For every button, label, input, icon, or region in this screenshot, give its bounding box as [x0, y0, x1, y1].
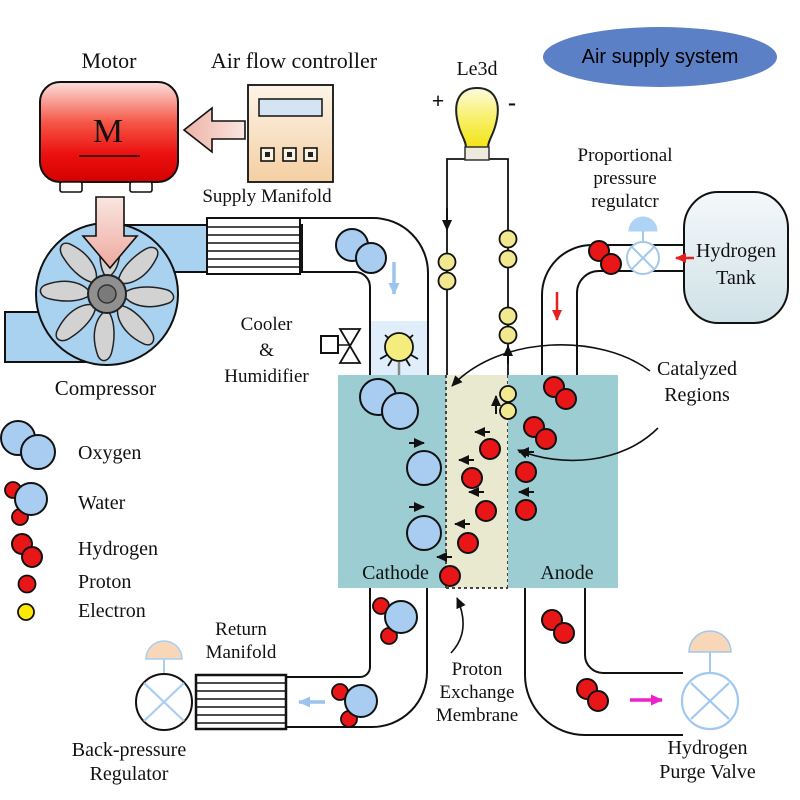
water-legend-icon [4, 481, 48, 526]
oxygen-legend-icon [0, 420, 56, 470]
particle-flow-arrows [409, 395, 534, 562]
air-flow-controller-box [247, 84, 334, 183]
legend-label-electron: Electron [78, 600, 146, 622]
hydrogen-molecule [541, 609, 609, 712]
negative-terminal-label: - [508, 90, 516, 116]
controller-display [258, 98, 323, 117]
title-badge: Air supply system [543, 27, 777, 87]
oxygen-atom [406, 515, 442, 551]
back-pressure-regulator-valve-icon [135, 640, 193, 731]
load-circuit-wires [446, 158, 509, 375]
hydrogen-legend-icon [11, 533, 43, 568]
cathode-label: Cathode [362, 562, 429, 584]
positive-terminal-label: + [431, 88, 445, 113]
proportional-pressure-regulator-label: Proportional pressure regulatcr [577, 145, 673, 212]
load-label: Le3d [456, 58, 498, 80]
cooler-valve-icon [320, 328, 362, 364]
hydrogen-molecule [588, 240, 622, 275]
proportional-pressure-regulator-valve-icon [626, 216, 660, 275]
motor-drive-arrow [81, 196, 139, 270]
motor-body: M [39, 81, 179, 193]
proton-exchange-membrane-label: Proton Exchange Membrane [435, 659, 519, 726]
oxygen-atom [406, 450, 442, 486]
water-molecule [331, 683, 378, 728]
catalyzed-region-pointers [451, 344, 659, 462]
control-signal-arrow [182, 106, 246, 154]
hydrogen-molecule [515, 376, 577, 521]
electron [499, 385, 517, 420]
legend-label-hydrogen: Hydrogen [78, 538, 158, 560]
light-bulb-icon [455, 86, 499, 161]
electron [437, 229, 518, 345]
legend-label-proton: Proton [78, 571, 132, 593]
motor-m-symbol: M [93, 113, 123, 150]
return-manifold-label: Return Manifold [205, 619, 277, 663]
supply-manifold [206, 217, 301, 275]
anode-label: Anode [540, 562, 594, 584]
supply-manifold-label: Supply Manifold [202, 186, 332, 207]
anode-outlet-pipe [524, 588, 683, 736]
water-molecule [372, 597, 418, 645]
return-manifold [194, 673, 288, 731]
hydrogen-purge-valve-label: Hydrogen Purge Valve [659, 737, 756, 783]
electron-legend-icon [17, 603, 35, 621]
compressor-label: Compressor [54, 376, 157, 400]
cathode-inlet-pipe [300, 217, 429, 375]
back-pressure-regulator-label: Back-pressure Regulator [71, 739, 187, 785]
oxygen-molecule [335, 228, 387, 274]
humidifier-spray-icon [379, 332, 419, 380]
legend-label-water: Water [78, 492, 126, 514]
motor-label: Motor [81, 48, 137, 73]
membrane-pointer-arrow [450, 597, 466, 654]
anode-inlet-pipe [541, 244, 685, 375]
proton [439, 438, 501, 587]
hydrogen-tank-label: Hydrogen Tank [696, 240, 776, 289]
legend-label-oxygen: Oxygen [78, 442, 142, 464]
hydrogen-purge-valve-icon [680, 630, 740, 731]
proton-legend-icon [17, 574, 37, 594]
catalyzed-regions-label: Catalyzed Regions [657, 358, 737, 406]
title-text: Air supply system [581, 45, 739, 68]
air-flow-controller-label: Air flow controller [210, 48, 378, 73]
cathode-outlet-pipe [287, 588, 428, 728]
controller-buttons [260, 147, 318, 162]
oxygen-molecule [359, 378, 419, 430]
cooler-humidifier-label: Cooler & Humidifier [224, 314, 309, 387]
